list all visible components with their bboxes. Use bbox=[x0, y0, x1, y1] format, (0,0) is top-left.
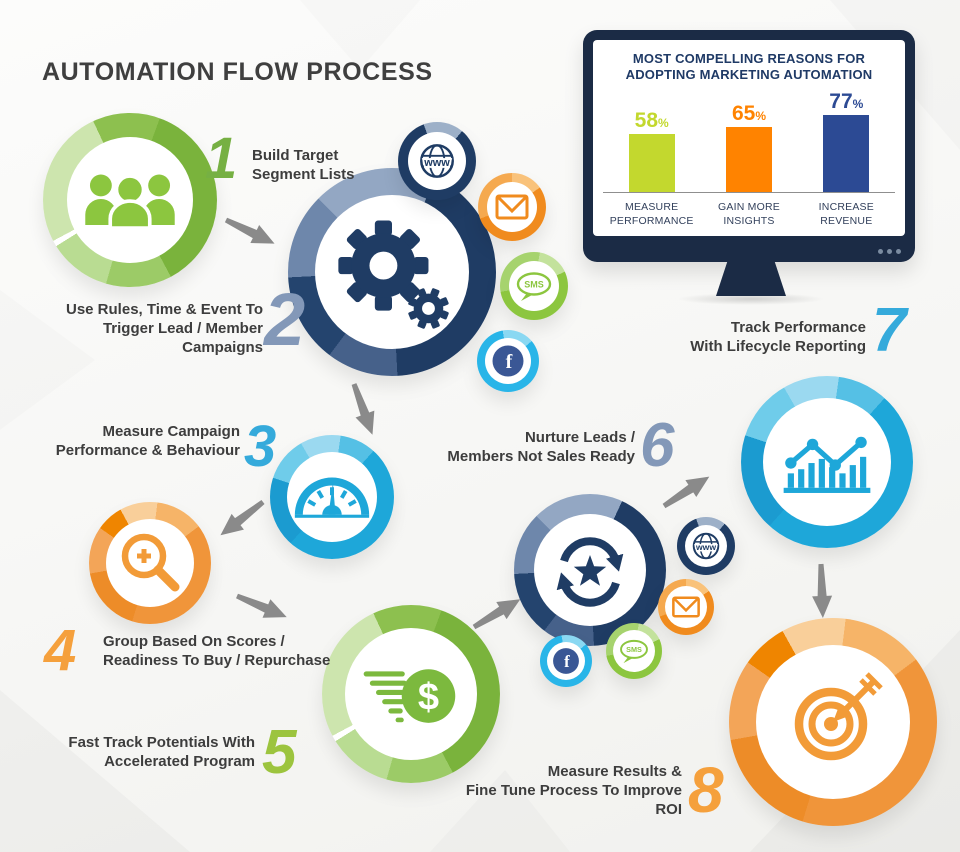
step2-circle bbox=[288, 168, 496, 376]
www-globe-icon: www bbox=[692, 532, 720, 560]
channel-www-bottom-center: www bbox=[685, 525, 727, 567]
monitor-stand-shadow bbox=[678, 293, 824, 305]
step8-circle bbox=[729, 618, 937, 826]
bar-column-measure-performance: 58% bbox=[603, 110, 700, 192]
step8-circle-center bbox=[756, 645, 910, 799]
step1-circle-center bbox=[67, 137, 193, 263]
channel-email-top bbox=[478, 173, 546, 241]
step2-circle-center bbox=[315, 195, 469, 349]
step8-number: 8 bbox=[688, 754, 724, 826]
channel-www-top-center: www bbox=[408, 132, 466, 190]
channel-sms-bottom-center: SMS bbox=[613, 630, 655, 672]
svg-text:$: $ bbox=[418, 676, 439, 718]
sms-bubble-icon: SMS bbox=[516, 272, 552, 301]
channel-sms-top: SMS bbox=[500, 252, 568, 320]
step5-circle: $ bbox=[322, 605, 500, 783]
bar-increase-revenue bbox=[823, 114, 870, 192]
channel-email-bottom-center bbox=[665, 586, 707, 628]
monitor-screen: MOST COMPELLING REASONS FOR ADOPTING MAR… bbox=[593, 40, 905, 236]
nurture-cycle-icon bbox=[556, 537, 624, 607]
facebook-icon: f bbox=[553, 648, 579, 674]
step7-number: 7 bbox=[872, 296, 907, 365]
step8-label: Measure Results &Fine Tune Process To Im… bbox=[465, 763, 682, 819]
monitor-stand bbox=[716, 262, 786, 296]
step7-circle bbox=[741, 376, 913, 548]
channel-facebook-top: f bbox=[477, 330, 539, 392]
svg-text:www: www bbox=[695, 542, 716, 552]
svg-text:f: f bbox=[564, 652, 570, 671]
svg-text:SMS: SMS bbox=[524, 280, 544, 290]
monitor-bezel-dots bbox=[878, 249, 901, 254]
facebook-icon: f bbox=[492, 345, 524, 377]
step6-number: 6 bbox=[640, 411, 675, 480]
bar-measure-performance bbox=[628, 133, 675, 192]
channel-facebook-bottom-center: f bbox=[547, 642, 585, 680]
page-title: AUTOMATION FLOW PROCESS bbox=[42, 58, 433, 86]
step6-circle-center bbox=[534, 514, 646, 626]
analytics-chart-icon bbox=[783, 436, 871, 493]
step3-circle bbox=[270, 435, 394, 559]
bar-column-increase-revenue: 77% bbox=[798, 91, 895, 192]
step3-circle-center bbox=[287, 452, 377, 542]
step4-label: Group Based On Scores /Readiness To Buy … bbox=[103, 633, 331, 670]
step6-label: Nurture Leads /Members Not Sales Ready bbox=[447, 429, 635, 466]
svg-text:www: www bbox=[423, 157, 450, 169]
target-arrow-icon bbox=[794, 672, 883, 761]
step3-number: 3 bbox=[244, 414, 277, 479]
step5-number: 5 bbox=[262, 718, 297, 787]
step4-circle-center bbox=[106, 519, 194, 607]
magnifier-plus-icon bbox=[121, 533, 180, 592]
chart-plot-area: 58% 65% 77% bbox=[603, 88, 895, 193]
channel-www-top: www bbox=[398, 122, 476, 200]
chart-title: MOST COMPELLING REASONS FOR ADOPTING MAR… bbox=[625, 51, 873, 83]
step2-number: 2 bbox=[264, 278, 306, 361]
step4-circle bbox=[89, 502, 211, 624]
step6-circle bbox=[514, 494, 666, 646]
svg-text:f: f bbox=[506, 351, 513, 373]
step1-number: 1 bbox=[205, 126, 238, 191]
gears-icon bbox=[338, 220, 449, 329]
channel-www-bottom: www bbox=[677, 517, 735, 575]
fast-money-icon: $ bbox=[363, 669, 456, 723]
www-globe-icon: www bbox=[420, 144, 454, 178]
channel-email-bottom bbox=[658, 579, 714, 635]
email-icon bbox=[672, 596, 700, 618]
bar-column-gain-more-insights: 65% bbox=[700, 103, 797, 192]
bar-value-label: 77% bbox=[829, 89, 864, 113]
monitor-frame: MOST COMPELLING REASONS FOR ADOPTING MAR… bbox=[583, 30, 915, 262]
channel-sms-top-center: SMS bbox=[509, 261, 559, 311]
svg-text:SMS: SMS bbox=[626, 645, 642, 654]
step1-circle bbox=[43, 113, 217, 287]
channel-email-top-center bbox=[487, 182, 537, 232]
bar-gain-more-insights bbox=[725, 126, 772, 192]
step5-circle-center: $ bbox=[345, 628, 477, 760]
bar-value-label: 58% bbox=[634, 108, 669, 132]
reasons-bar-chart: MOST COMPELLING REASONS FOR ADOPTING MAR… bbox=[593, 40, 905, 236]
group-icon bbox=[85, 174, 175, 230]
step4-number: 4 bbox=[44, 618, 77, 683]
email-icon bbox=[495, 194, 529, 220]
bar-value-label: 65% bbox=[731, 101, 766, 125]
channel-facebook-top-center: f bbox=[485, 338, 531, 384]
channel-sms-bottom: SMS bbox=[606, 623, 662, 679]
step7-circle-center bbox=[763, 398, 891, 526]
sms-bubble-icon: SMS bbox=[620, 639, 648, 664]
speedometer-icon bbox=[294, 477, 370, 518]
channel-facebook-bottom: f bbox=[540, 635, 592, 687]
